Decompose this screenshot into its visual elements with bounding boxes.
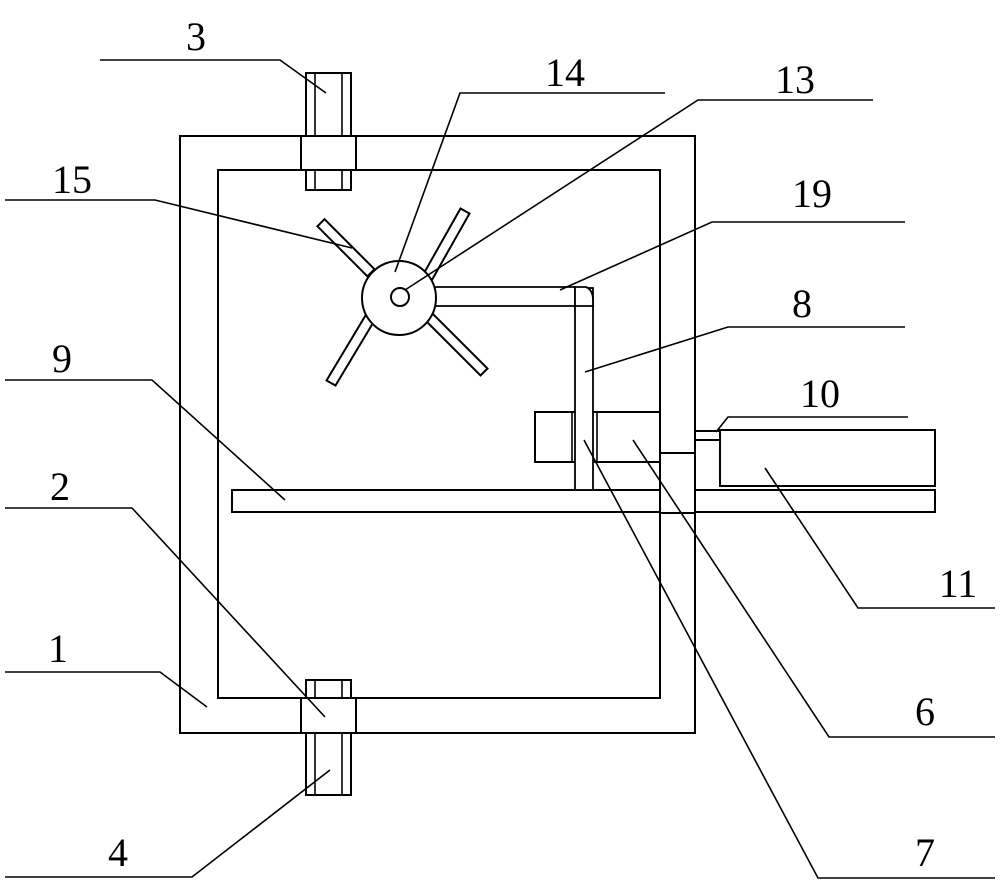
callout-8: 8: [792, 281, 812, 326]
callout-2: 2: [50, 464, 70, 509]
leader-7: [583, 439, 995, 879]
callout-11: 11: [939, 561, 978, 606]
leader-15: [5, 199, 353, 249]
leader-lines: [5, 59, 995, 879]
leader-6: [632, 439, 995, 738]
callout-10: 10: [800, 371, 840, 416]
callout-15: 15: [52, 157, 92, 202]
leader-2: [5, 507, 326, 718]
crank-arm: [396, 286, 594, 307]
motor-shaft: [694, 430, 721, 441]
callout-9: 9: [52, 336, 72, 381]
callout-19: 19: [792, 171, 832, 216]
leader-11: [764, 467, 995, 609]
callout-1: 1: [48, 626, 68, 671]
leader-4: [5, 769, 331, 878]
motor-box: [719, 429, 936, 487]
leader-3: [100, 59, 327, 94]
axle: [390, 287, 410, 307]
callout-13: 13: [775, 57, 815, 102]
leader-13: [404, 99, 873, 291]
callout-14: 14: [545, 50, 585, 95]
callout-3: 3: [186, 14, 206, 59]
callout-7: 7: [915, 830, 935, 875]
callout-labels: 3 14 13 15 19 8 9 10 2 11 1 6 4 7: [48, 14, 977, 875]
leader-19: [559, 221, 905, 291]
leader-8: [584, 326, 905, 373]
leader-9: [5, 379, 286, 501]
bottom-connector: [300, 679, 357, 796]
vertical-rod: [574, 287, 594, 491]
leader-14: [394, 92, 665, 273]
callout-6: 6: [915, 689, 935, 734]
leader-1: [5, 671, 208, 708]
callout-4: 4: [108, 830, 128, 875]
wall-bushing: [659, 452, 696, 514]
top-connector: [300, 72, 357, 191]
leader-10: [715, 416, 908, 433]
horizontal-rail: [231, 489, 936, 513]
